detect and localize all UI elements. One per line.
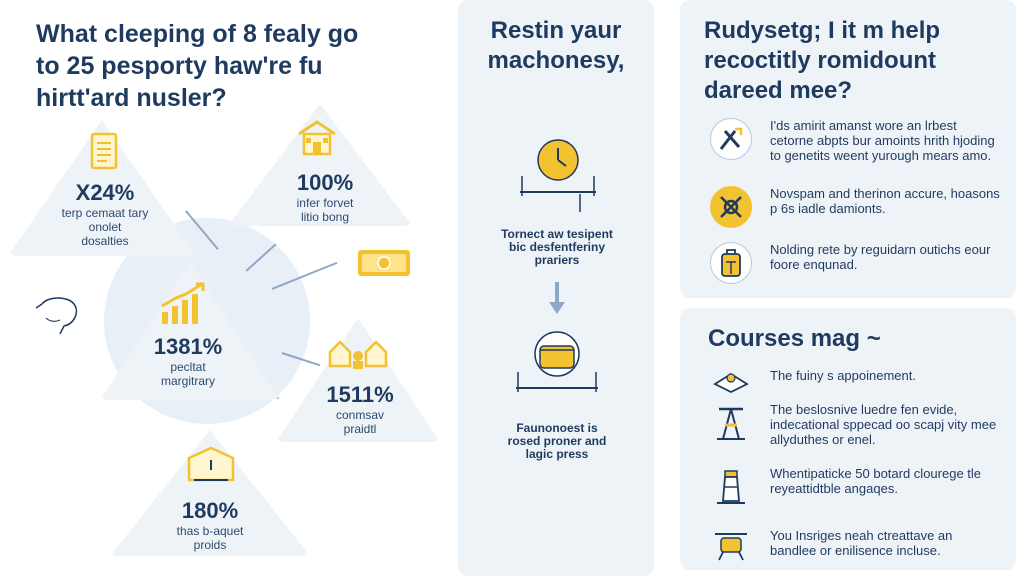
stat-value: X24% bbox=[75, 180, 135, 205]
course-item-text: The beslosnive luedre fen evide, indecat… bbox=[770, 402, 997, 447]
stat-3: 1381% pecltat margitrary bbox=[128, 334, 248, 388]
head-sketch-icon bbox=[34, 294, 84, 343]
middle-title-line-1: Restin yaur bbox=[490, 17, 622, 44]
stat-2: 100% infer forvet litio bong bbox=[270, 170, 380, 224]
help-item-text: Nolding rete by reguidarn outichs eour f… bbox=[770, 242, 991, 272]
stat-value: 1511% bbox=[326, 382, 394, 407]
stat-label: litio bong bbox=[300, 210, 350, 224]
stat-1: X24% terp cemaat tary onolet dosalties bbox=[40, 180, 170, 248]
stat-label: infer forvet bbox=[296, 196, 354, 210]
lighthouse-icon bbox=[710, 466, 752, 508]
course-item-text: You Insriges neah ctreattave an bandlee … bbox=[770, 528, 953, 558]
course-item-2: The beslosnive luedre fen evide, indecat… bbox=[710, 402, 1000, 447]
middle-title: Restin yaur machonesy, bbox=[458, 16, 654, 76]
help-item-3: Nolding rete by reguidarn outichs eour f… bbox=[710, 242, 1000, 284]
step-1-line: bic desfentferiny bbox=[508, 240, 606, 254]
arrow-down-icon bbox=[548, 282, 566, 321]
document-icon bbox=[90, 132, 118, 175]
course-item-3: Whentipatickе 50 botard clourege tle rey… bbox=[710, 466, 1000, 508]
stat-value: 1381% bbox=[153, 334, 223, 359]
middle-step-1: Tornect aw tesipent bic desfentferiny pr… bbox=[474, 228, 640, 267]
course-item-4: You Insriges neah ctreattave an bandlee … bbox=[710, 524, 1000, 566]
clock-box-icon bbox=[186, 446, 236, 491]
help-item-1: I'ds amirit amanst wore an lrbest cetorn… bbox=[710, 118, 1000, 163]
title-line-2: to 25 pesporty haw're fu bbox=[36, 52, 323, 80]
growth-chart-icon bbox=[158, 282, 208, 331]
stat-label: proids bbox=[193, 538, 227, 552]
step-1-line: Tornect aw tesipent bbox=[501, 227, 613, 241]
stat-label: terp cemaat tary bbox=[61, 206, 149, 220]
tower-icon bbox=[710, 402, 752, 444]
stat-4: 1511% conmsav praidtl bbox=[300, 382, 420, 436]
step-2-line: Faunonoest is bbox=[516, 421, 598, 435]
title-line-3: hirtt'ard nusler? bbox=[36, 84, 227, 112]
help-title: Rudysetg; I it m help recoctitly romidou… bbox=[704, 16, 1004, 106]
stat-label: dosalties bbox=[81, 234, 129, 248]
hat-icon bbox=[710, 360, 752, 402]
title-line-1: What cleeping of 8 fealy go bbox=[36, 20, 359, 48]
house-icon bbox=[296, 118, 338, 163]
help-title-line-1: Rudysetg; I it m help bbox=[704, 17, 941, 44]
courses-title: Courses mag ~ bbox=[708, 325, 881, 352]
help-item-text: Novspam and therinon accure, hoasons p 6… bbox=[770, 186, 1000, 216]
help-title-line-3: dareed mee? bbox=[704, 77, 853, 104]
ticket-icon bbox=[356, 246, 412, 285]
middle-title-line-2: machonesy, bbox=[487, 47, 625, 74]
stat-label: onolet bbox=[88, 220, 122, 234]
stat-label: thas b-aquet bbox=[176, 524, 244, 538]
stat-label: conmsav bbox=[335, 408, 385, 422]
middle-step-2: Faunonoest is rosed proner and lagic pre… bbox=[474, 422, 640, 461]
tools-icon bbox=[710, 118, 752, 160]
stat-value: 100% bbox=[296, 170, 354, 195]
step-2-line: lagic press bbox=[525, 447, 589, 461]
people-icon bbox=[326, 336, 390, 375]
stat-label: praidtl bbox=[343, 422, 377, 436]
wrench-gear-icon bbox=[710, 186, 752, 228]
stat-value: 180% bbox=[181, 498, 239, 523]
help-item-text: I'ds amirit amanst wore an lrbest cetorn… bbox=[770, 118, 995, 163]
step-1-line: prariers bbox=[534, 253, 580, 267]
help-title-line-2: recoctitly romidount bbox=[704, 47, 937, 74]
step-2-line: rosed proner and bbox=[507, 434, 607, 448]
drone-icon bbox=[710, 524, 752, 566]
page-title: What cleeping of 8 fealy go to 25 pespor… bbox=[36, 18, 416, 114]
course-item-1: The fuiny s appoinement. bbox=[710, 360, 1000, 402]
stat-label: margitrary bbox=[160, 374, 215, 388]
drum-scale-icon bbox=[512, 324, 602, 411]
stat-label: pecltat bbox=[170, 360, 206, 374]
stat-5: 180% thas b-aquet proids bbox=[150, 498, 270, 552]
course-item-text: Whentipatickе 50 botard clourege tle rey… bbox=[770, 466, 982, 496]
backpack-icon bbox=[710, 242, 752, 284]
course-item-text: The fuiny s appoinement. bbox=[770, 368, 916, 383]
help-item-2: Novspam and therinon accure, hoasons p 6… bbox=[710, 186, 1000, 228]
clock-scale-icon bbox=[516, 136, 600, 221]
